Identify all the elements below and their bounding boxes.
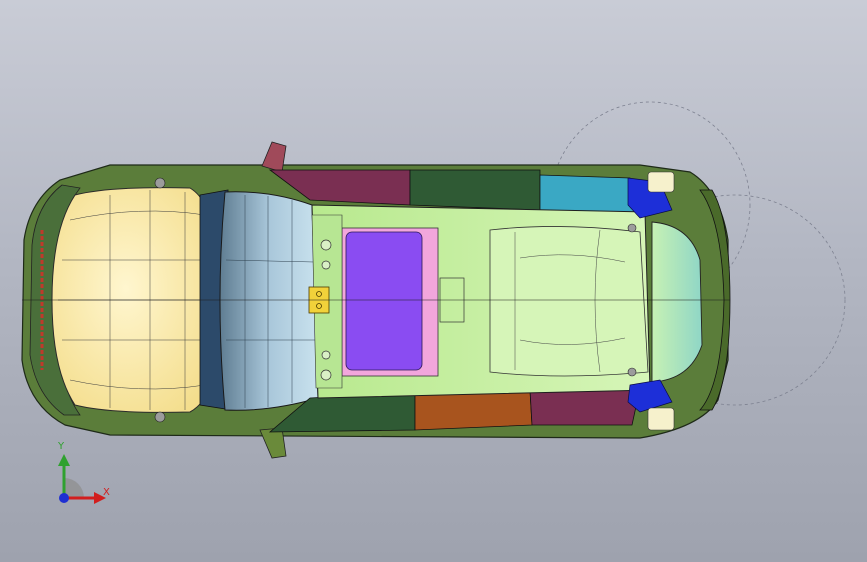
windshield-lines bbox=[225, 195, 316, 408]
axis-x-label: X bbox=[103, 487, 110, 498]
coordinate-triad-icon bbox=[58, 454, 106, 504]
roof-mount-holes bbox=[320, 239, 332, 381]
side-upper-rear-door[interactable] bbox=[409, 169, 541, 211]
side-upper-quarter[interactable] bbox=[539, 174, 641, 216]
rear-roof-structure bbox=[489, 226, 649, 377]
mirror-right[interactable] bbox=[259, 427, 287, 459]
latch-hole-icon bbox=[316, 303, 322, 309]
rear-roof-lines bbox=[514, 229, 626, 373]
rear-glass[interactable] bbox=[651, 221, 703, 383]
sunroof-glass[interactable] bbox=[345, 231, 423, 371]
hub-markers bbox=[154, 177, 637, 423]
rear-bracket-plates bbox=[647, 171, 675, 431]
side-lower-rear-door[interactable] bbox=[414, 389, 533, 431]
latch-hole-icon bbox=[316, 291, 322, 297]
side-lower-quarter[interactable] bbox=[529, 387, 641, 426]
rear-bracket-right bbox=[627, 379, 673, 413]
windshield-glass[interactable] bbox=[219, 191, 319, 411]
axis-y-label: Y bbox=[58, 441, 65, 452]
rear-bumper bbox=[699, 189, 731, 411]
